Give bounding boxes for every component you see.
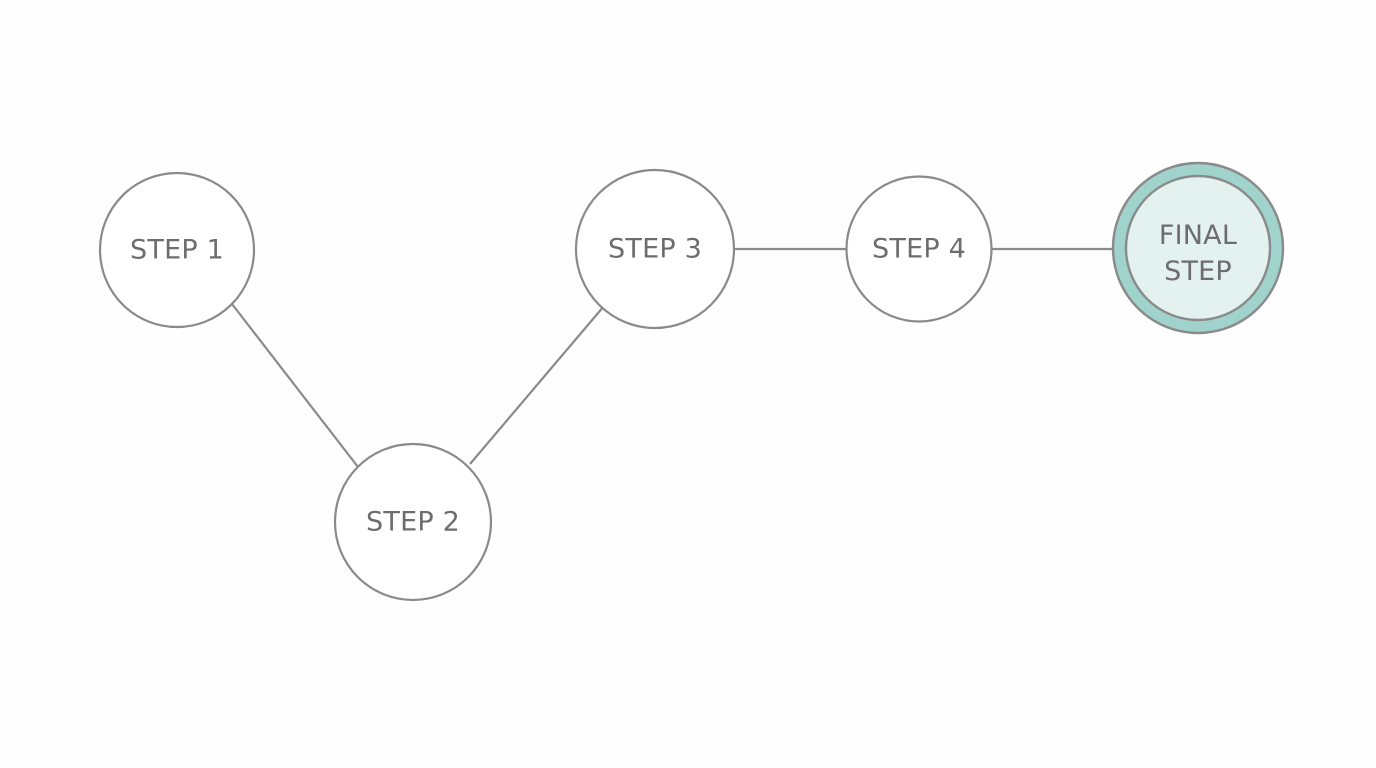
final-step-inner-circle[interactable] xyxy=(1124,174,1272,322)
final-step-label-line-2: STEP xyxy=(1164,256,1232,287)
final-step-label-line-1: FINAL xyxy=(1159,220,1237,251)
node-step-2[interactable]: STEP 2 xyxy=(333,442,493,602)
step-1-label: STEP 1 xyxy=(130,235,224,266)
step-1-circle[interactable] xyxy=(98,171,256,329)
node-final-step[interactable]: FINAL STEP xyxy=(1111,161,1285,335)
step-2-label: STEP 2 xyxy=(366,507,460,538)
node-step-4[interactable]: STEP 4 xyxy=(845,175,993,323)
step-4-label: STEP 4 xyxy=(872,234,966,265)
step-2-circle[interactable] xyxy=(333,442,493,602)
step-3-label: STEP 3 xyxy=(608,234,702,265)
connector-step2-step3 xyxy=(469,305,605,465)
connector-step1-step2 xyxy=(231,303,359,468)
node-step-1[interactable]: STEP 1 xyxy=(98,171,256,329)
node-step-3[interactable]: STEP 3 xyxy=(574,168,736,330)
step-3-circle[interactable] xyxy=(574,168,736,330)
step-4-circle[interactable] xyxy=(845,175,993,323)
connector-group xyxy=(231,247,1113,468)
